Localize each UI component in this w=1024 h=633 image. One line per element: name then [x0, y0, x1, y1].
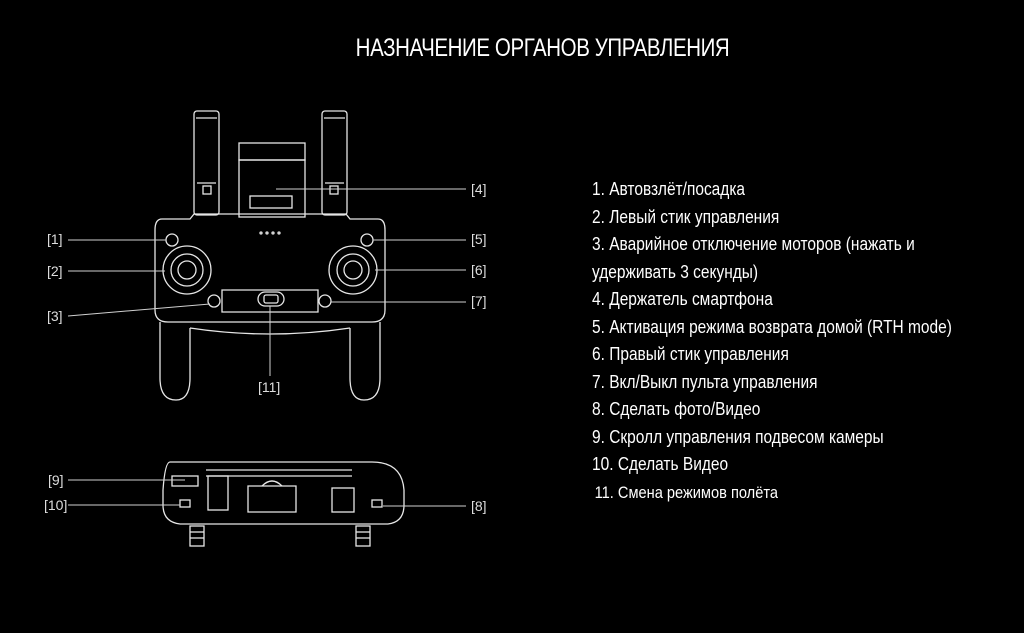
legend-item-11: 11. Смена режимов полёта — [594, 482, 779, 502]
power-button — [318, 294, 332, 308]
legend-item-7: 7. Вкл/Выкл пульта управления — [592, 371, 818, 392]
callout-1: [1] — [47, 231, 63, 247]
legend-item-10: 10. Сделать Видео — [592, 454, 729, 474]
legend-item-2: 2. Левый стик управления — [592, 206, 780, 227]
legend-item-6: 6. Правый стик управления — [592, 344, 789, 364]
left-antenna — [193, 110, 220, 216]
legend-item-5: 5. Активация режима возврата домой (RTH … — [592, 316, 952, 337]
callout-3: [3] — [47, 308, 63, 324]
callout-2: [2] — [47, 263, 63, 279]
callout-6: [6] — [471, 262, 487, 278]
callout-7: [7] — [471, 293, 487, 309]
callout-9: [9] — [48, 472, 64, 488]
callout-10: [10] — [44, 497, 67, 513]
legend-item-1: 1. Автовзлёт/посадка — [592, 179, 746, 199]
legend-item-3: 3. Аварийное отключение моторов (нажать … — [592, 234, 915, 282]
right-antenna — [321, 110, 348, 216]
legend-item-4: 4. Держатель смартфона — [592, 289, 773, 309]
legend-item-8: 8. Сделать фото/Видео — [592, 399, 761, 419]
left-stick — [162, 245, 212, 295]
phone-holder — [238, 142, 306, 218]
stop-motors-button — [207, 294, 221, 308]
leader-lines — [67, 188, 466, 507]
right-stick — [328, 245, 378, 295]
callout-5: [5] — [471, 231, 487, 247]
controller-body-front — [154, 213, 386, 401]
callout-8: [8] — [471, 498, 487, 514]
controls-legend: 1. Автовзлёт/посадка 2. Левый стик управ… — [592, 176, 1012, 506]
controller-body-back — [162, 461, 405, 547]
callout-11: [11] — [258, 379, 280, 395]
page-title: НАЗНАЧЕНИЕ ОРГАНОВ УПРАВЛЕНИЯ — [355, 34, 730, 62]
legend-item-9: 9. Скролл управления подвесом камеры — [592, 426, 884, 447]
callout-4: [4] — [471, 181, 487, 197]
rth-button — [360, 233, 374, 247]
takeoff-button — [165, 233, 179, 247]
